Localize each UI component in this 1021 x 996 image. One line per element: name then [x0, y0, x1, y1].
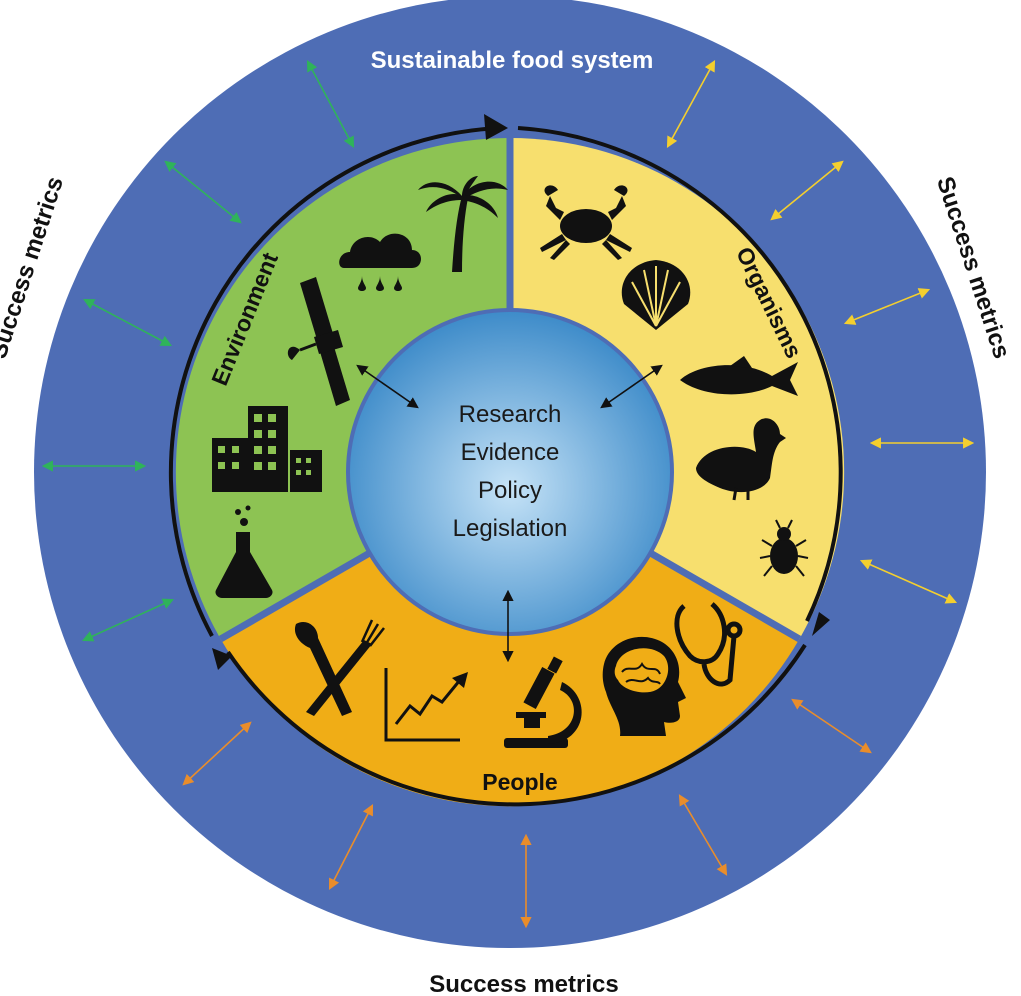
cycle-arrowhead-right — [812, 612, 830, 636]
segment-label-people: People — [482, 769, 557, 795]
core-evidence: Evidence — [461, 439, 560, 466]
stethoscope-icon — [674, 602, 743, 687]
knife-fork-icon — [294, 619, 385, 716]
ring-title: Sustainable food system — [371, 47, 654, 74]
core-link-arrows — [356, 364, 663, 663]
microscope-icon — [504, 656, 582, 748]
metric-label-bottom: Success metrics — [429, 971, 618, 996]
crab-icon — [540, 185, 632, 260]
core-policy: Policy — [478, 477, 542, 504]
buildings-icon — [212, 406, 322, 492]
rain-cloud-icon — [339, 233, 421, 291]
yellow-metric-arrows — [666, 60, 975, 604]
shell-icon — [621, 260, 691, 330]
satellite-icon — [287, 277, 350, 406]
duck-icon — [696, 418, 786, 501]
cycle-outline — [168, 126, 843, 807]
green-metric-arrows — [41, 60, 355, 642]
beetle-icon — [759, 519, 809, 577]
core-circle — [346, 308, 674, 636]
palm-tree-icon — [418, 176, 508, 272]
growth-chart-icon — [384, 668, 468, 742]
cycle-arrowhead-top — [484, 114, 508, 140]
fish-icon — [680, 356, 798, 396]
core-research: Research — [459, 401, 562, 428]
lab-flask-icon — [215, 505, 273, 598]
core-legislation: Legislation — [453, 515, 568, 542]
cycle-arrowheads — [212, 114, 830, 670]
cycle-arrowhead-left — [212, 648, 232, 670]
orange-metric-arrows — [182, 698, 872, 929]
brain-head-icon — [602, 636, 686, 736]
